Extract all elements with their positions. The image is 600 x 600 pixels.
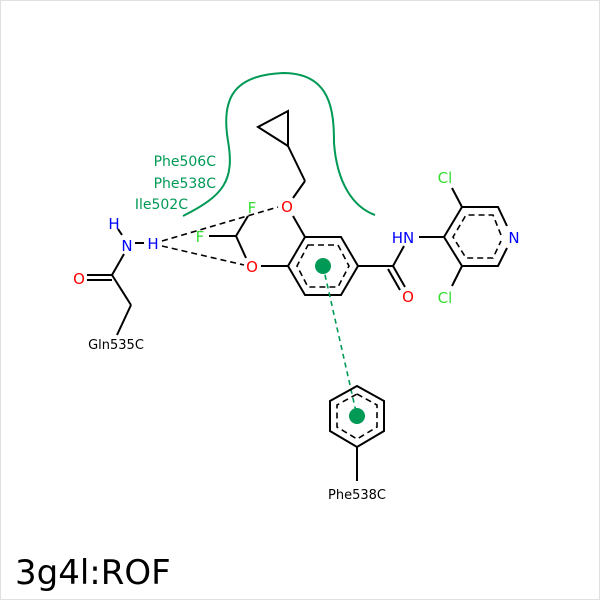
cyclopropyl	[256, 109, 289, 148]
chlorine-atom: Cl	[438, 289, 453, 307]
residue-label: Phe538C	[328, 488, 386, 503]
nitrogen-atom: N	[508, 229, 519, 247]
fluorine-atom: F	[196, 228, 205, 246]
phe538c-ring	[329, 384, 385, 481]
hydrophobic-contour	[182, 71, 376, 217]
oxygen-atom: O	[73, 270, 85, 288]
diagram-title: 3g4l:ROF	[15, 553, 171, 593]
chlorine-atom: Cl	[438, 169, 453, 187]
hydrogen-atom: H	[147, 235, 158, 253]
oxygen-atom: O	[281, 198, 293, 216]
ring-centroid	[315, 258, 331, 274]
residue-label: Gln535C	[88, 338, 144, 353]
amide-nh: HN	[392, 229, 415, 247]
hydrophobic-residue-label: Phe538C	[154, 176, 217, 192]
dichloropyridine-ring	[442, 206, 508, 267]
oxygen-atom: O	[246, 258, 258, 276]
gln535c-residue: H N H O Gln535C	[73, 215, 159, 353]
pi-stacking-line	[322, 265, 358, 417]
fluorine-atom: F	[248, 199, 257, 217]
hydrogen-bond	[161, 245, 245, 266]
nitrogen-atom: N	[121, 237, 132, 255]
hydrogen-atom: H	[108, 215, 119, 233]
hydrogen-bond	[161, 206, 279, 242]
hydrophobic-residue-label: Ile502C	[135, 197, 188, 213]
oxygen-atom: O	[402, 288, 414, 306]
hydrophobic-residue-label: Phe506C	[154, 154, 217, 170]
ring-centroid	[349, 408, 365, 424]
